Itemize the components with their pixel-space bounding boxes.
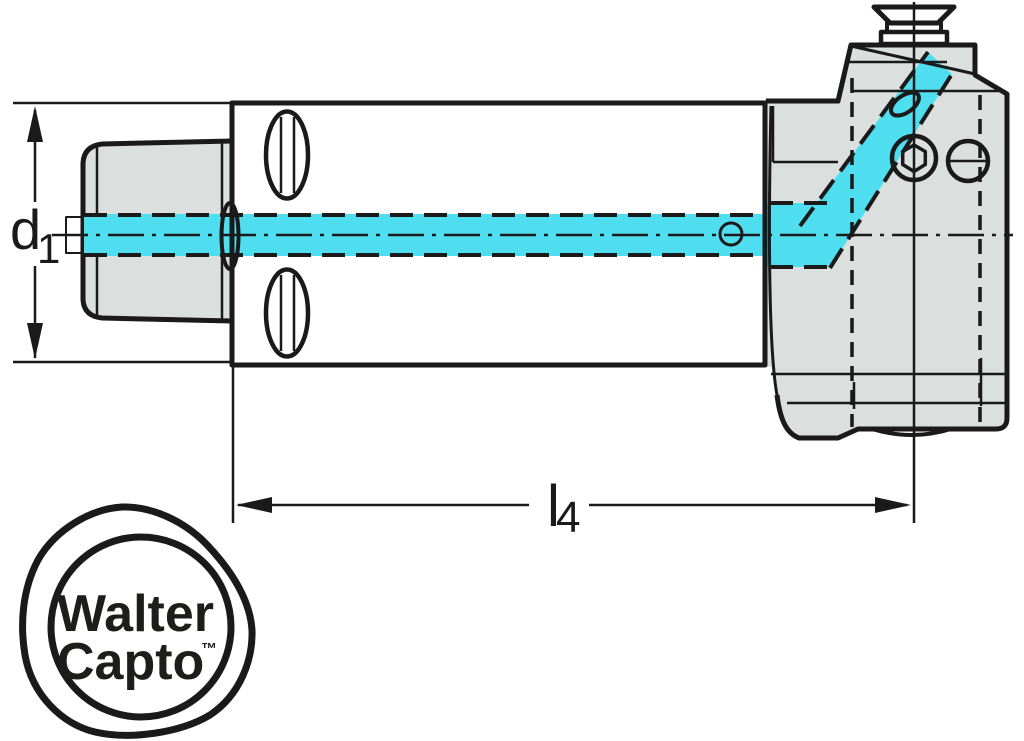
coolant-outlet-ellipse (889, 90, 921, 118)
groove-top (263, 109, 311, 201)
l4-arrow-left (236, 497, 272, 513)
groove-bottom (263, 267, 311, 359)
d1-label: d (10, 198, 41, 261)
l4-label-subscript: 4 (556, 493, 580, 542)
dimension-l4: l 4 (236, 474, 911, 542)
logo-trigon-badge (19, 503, 256, 739)
d1-label-subscript: 1 (37, 225, 60, 272)
boss-cap (871, 4, 957, 26)
d1-arrow-up (27, 106, 43, 142)
dimension-d1: d 1 (10, 106, 60, 359)
logo-trademark: ™ (201, 641, 217, 658)
d1-arrow-down (27, 323, 43, 359)
flange-bottom-arc (871, 427, 952, 437)
center-lines (52, 2, 1013, 523)
l4-label: l (547, 474, 560, 539)
logo-text-capto: Capto (57, 633, 204, 691)
dimension-extension-lines (13, 101, 235, 523)
clamping-head (769, 45, 1007, 438)
diagonal-bore-upper-edge (798, 50, 930, 228)
logo-text-walter: Walter (57, 585, 214, 643)
side-hole-circle (945, 138, 991, 184)
body-grooves (263, 109, 311, 359)
logo-inner-circle (47, 533, 235, 721)
side-hole (945, 138, 991, 184)
l4-arrow-right (875, 497, 911, 513)
walter-capto-logo: Walter Capto ™ (19, 503, 256, 739)
